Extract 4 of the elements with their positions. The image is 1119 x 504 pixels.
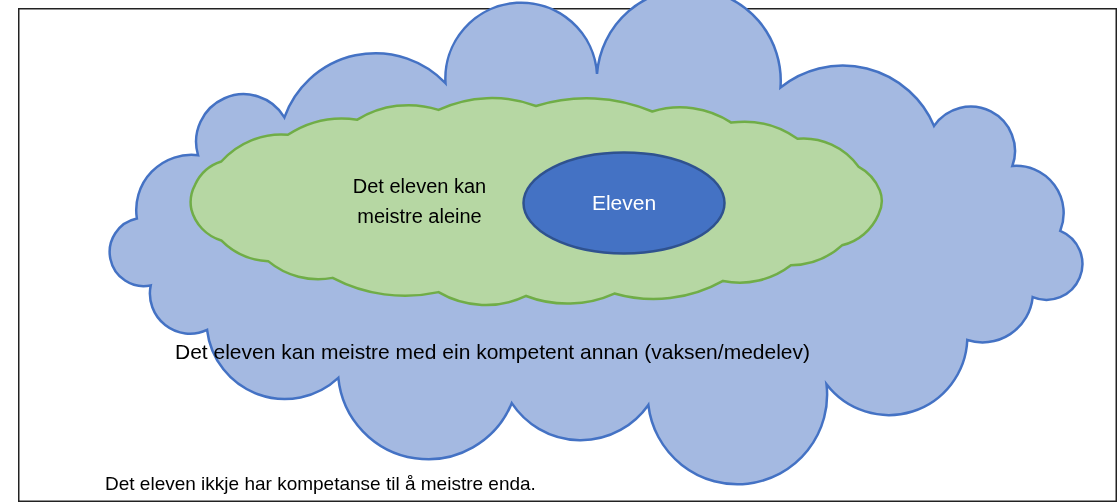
zone-label: Det eleven kan meistre med ein kompetent annan (vaksen/medelev) [175,339,811,365]
zone-label: Det eleven ikkje har kompetanse til å meistre enda. [105,472,537,496]
zone-label: Eleven [590,190,658,216]
zone-label: Det eleven kan meistre aleine [351,174,488,229]
